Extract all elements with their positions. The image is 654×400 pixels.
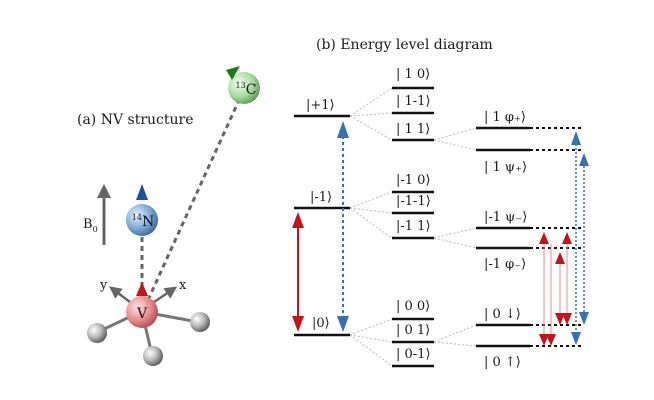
panel-a-title: (a) NV structure (77, 112, 194, 128)
blue-transition-2 (579, 153, 589, 325)
nitrogen-label: 14N (132, 213, 154, 230)
vacancy-spin-arrow (136, 282, 148, 296)
carbon-level-extensions (530, 127, 584, 347)
blue-transition-1 (571, 131, 581, 345)
hf-label-0-m1: | 0-1⟩ (396, 347, 431, 362)
carbon13-atom (228, 72, 260, 104)
c-label-0-up: | 0 ↑⟩ (484, 355, 521, 370)
red-transition-2 (546, 244, 556, 346)
c-label-1-psi-plus: | 1 ψ₊⟩ (484, 160, 527, 175)
hf-label-1-0: | 1 0⟩ (396, 67, 430, 82)
nitrogen-atom (126, 204, 158, 236)
panel-b: (b) Energy level diagram |+1⟩ |-1⟩ (292, 37, 589, 370)
hyperfine-level-lines (392, 86, 434, 368)
c-label-0-down: | 0 ↓⟩ (484, 307, 521, 322)
hf-label-1-m1: | 1-1⟩ (396, 94, 431, 109)
panel-b-title: (b) Energy level diagram (316, 37, 493, 53)
red-transitions-hyperfine (539, 232, 572, 346)
vacancy-atom (126, 296, 158, 328)
hf-label-0-0: | 0 0⟩ (396, 299, 430, 314)
blue-transitions-hyperfine (571, 131, 589, 345)
carbon-atom-right (190, 312, 210, 332)
blue-transition-main (337, 121, 349, 332)
red-transition-3 (555, 252, 565, 325)
y-axis-arrow (109, 286, 131, 303)
electron-level-lines (294, 114, 350, 337)
hf-label-0-1: | 0 1⟩ (396, 323, 430, 338)
carbon13-spin-arrow (226, 66, 240, 80)
carbon13-label: 13C (236, 81, 257, 98)
hf-label-1-1: | 1 1⟩ (396, 122, 430, 137)
nitrogen-spin-arrow (136, 184, 148, 200)
red-transition-main (292, 212, 304, 332)
label-minus1: |-1⟩ (310, 190, 332, 205)
guide-lines (349, 87, 477, 367)
hf-label-m1-0: |-1 0⟩ (396, 173, 431, 188)
red-transition-4 (562, 232, 572, 325)
hf-label-m1-m1: |-1-1⟩ (396, 194, 431, 209)
x-axis-label: x (179, 278, 187, 293)
bond-v-carbon (146, 97, 242, 301)
b-field-arrow (97, 184, 111, 245)
hf-label-m1-1: |-1 1⟩ (396, 219, 431, 234)
label-zero: |0⟩ (312, 316, 330, 331)
vacancy-label: V (136, 306, 148, 322)
c-label-1-phi-plus: | 1 φ₊⟩ (484, 110, 526, 125)
carbon-atom-bottom (143, 346, 163, 366)
red-transition-1 (539, 232, 549, 346)
x-axis-arrow (153, 286, 178, 304)
y-axis-label: y (99, 278, 108, 293)
c-label-m1-psi-minus: |-1 ψ₋⟩ (484, 210, 527, 225)
b-field-label: B0 (83, 217, 98, 234)
carbon-level-lines (476, 126, 530, 348)
panel-a: (a) NV structure B0 y x V 14N (77, 66, 260, 366)
label-plus1: |+1⟩ (306, 98, 335, 113)
carbon-atom-left (87, 323, 107, 343)
c-label-m1-phi-minus: |-1 φ₋⟩ (484, 257, 526, 272)
